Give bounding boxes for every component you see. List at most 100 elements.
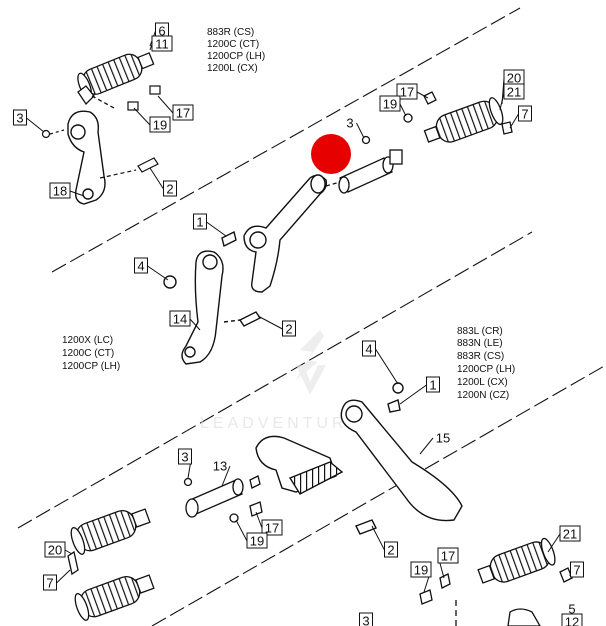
callout-number: 19 <box>153 118 167 133</box>
callout-number: 2 <box>166 182 173 197</box>
callout-box <box>178 448 192 465</box>
callout-number: 14 <box>173 312 187 327</box>
model-list-top-right: 883R (CS) 1200C (CT) 1200CP (LH) 1200L (… <box>207 27 265 74</box>
callout-number: 3 <box>346 116 353 131</box>
part-callout-5: 5 <box>568 602 575 617</box>
callout-leader <box>399 103 407 117</box>
part-callout-7: 7 <box>569 561 584 578</box>
callout-number: 17 <box>400 85 414 100</box>
callout-number: 1 <box>196 215 203 230</box>
callout-leader <box>133 107 151 126</box>
callout-leader <box>371 525 385 551</box>
callout-box <box>561 613 583 626</box>
callout-leader <box>547 533 561 553</box>
callout-number: 2 <box>285 322 292 337</box>
callout-leader <box>255 511 263 529</box>
callout-box <box>169 310 191 327</box>
callout-number: 7 <box>521 107 528 122</box>
part-callout-4: 4 <box>134 257 169 281</box>
callout-box <box>396 83 418 100</box>
part-callout-20: 20 <box>44 541 73 558</box>
callout-box <box>559 525 581 542</box>
callout-number: 17 <box>441 549 455 564</box>
model-list-middle-right: 883L (CR) 883N (LE) 883R (CS) 1200CP (LH… <box>457 326 515 401</box>
model-item: 1200X (LC) <box>62 335 113 346</box>
callout-leader <box>416 91 429 99</box>
part-callout-1: 1 <box>193 213 227 237</box>
shifter-arm-top-left <box>67 110 106 205</box>
part-callout-15: 15 <box>419 431 450 455</box>
pivot-shaft-top <box>325 149 403 194</box>
part-callout-2: 2 <box>257 315 296 337</box>
shift-lever-center <box>243 174 328 293</box>
callout-number: 15 <box>436 431 450 446</box>
bolts-top-left <box>41 85 161 179</box>
callout-box <box>193 213 207 230</box>
callout-leader <box>375 348 399 385</box>
model-item: 1200L (CX) <box>207 63 258 74</box>
callout-number: 21 <box>563 527 577 542</box>
part-callout-19: 19 <box>379 95 407 117</box>
callout-number: 7 <box>46 576 53 591</box>
callout-number: 4 <box>365 342 372 357</box>
callout-number: 20 <box>48 543 62 558</box>
model-item: 883N (LE) <box>457 338 503 349</box>
part-callout-20: 20 <box>501 69 525 105</box>
callout-number: 4 <box>137 259 144 274</box>
callout-number: 19 <box>414 563 428 578</box>
callout-number: 17 <box>265 521 279 536</box>
callout-number: 3 <box>362 614 369 626</box>
callout-number: 19 <box>383 97 397 112</box>
part-callout-3: 3 <box>359 612 373 626</box>
part-callout-3: 3 <box>13 109 45 133</box>
callout-number: 20 <box>507 71 521 86</box>
callout-leader <box>221 465 231 487</box>
part-callout-2: 2 <box>371 525 398 558</box>
callout-box <box>149 116 171 133</box>
callout-box <box>163 180 177 197</box>
callout-number: 1 <box>429 378 436 393</box>
callout-leader <box>235 519 248 542</box>
callout-number: 18 <box>53 184 67 199</box>
model-item: 1200CP (LH) <box>207 51 265 62</box>
callout-number: 19 <box>250 534 264 549</box>
part-callout-7: 7 <box>43 569 71 591</box>
model-item: 883R (CS) <box>457 351 504 362</box>
callout-box <box>13 109 27 126</box>
part-callout-17: 17 <box>255 511 283 536</box>
callout-box <box>246 532 268 549</box>
callout-box <box>384 541 398 558</box>
model-item: 883L (CR) <box>457 326 503 337</box>
callout-box <box>437 547 459 564</box>
part-callout-17: 17 <box>157 95 194 121</box>
callout-leader <box>206 221 227 237</box>
callout-number: 7 <box>573 563 580 578</box>
callout-box <box>134 257 148 274</box>
callout-box <box>172 104 194 121</box>
part-callout-19: 19 <box>133 107 171 133</box>
callout-number: 2 <box>387 543 394 558</box>
part-callout-1: 1 <box>399 376 440 405</box>
callout-leader <box>257 315 283 330</box>
callout-box <box>426 376 440 393</box>
callout-number: 3 <box>181 450 188 465</box>
callout-box <box>151 35 173 52</box>
shifter-arm-middle <box>163 230 262 365</box>
footpeg-bottom-left <box>67 508 155 621</box>
part-callout-21: 21 <box>499 83 525 111</box>
part-callout-18: 18 <box>49 182 85 199</box>
part-callout-17: 17 <box>437 547 459 579</box>
footpeg-top-right <box>361 91 513 145</box>
model-list-middle-left: 1200X (LC) 1200C (CT) 1200CP (LH) <box>62 335 120 372</box>
part-callout-13: 13 <box>213 459 231 487</box>
part-callout-19: 19 <box>410 561 432 593</box>
callout-leader <box>56 569 71 584</box>
part-callout-19: 19 <box>235 519 268 549</box>
callout-box <box>261 519 283 536</box>
part-callout-11: 11 <box>149 35 173 52</box>
part-callout-21: 21 <box>547 525 581 553</box>
callout-leader <box>499 91 505 111</box>
watermark-text: LEADVENTURE <box>200 415 362 432</box>
